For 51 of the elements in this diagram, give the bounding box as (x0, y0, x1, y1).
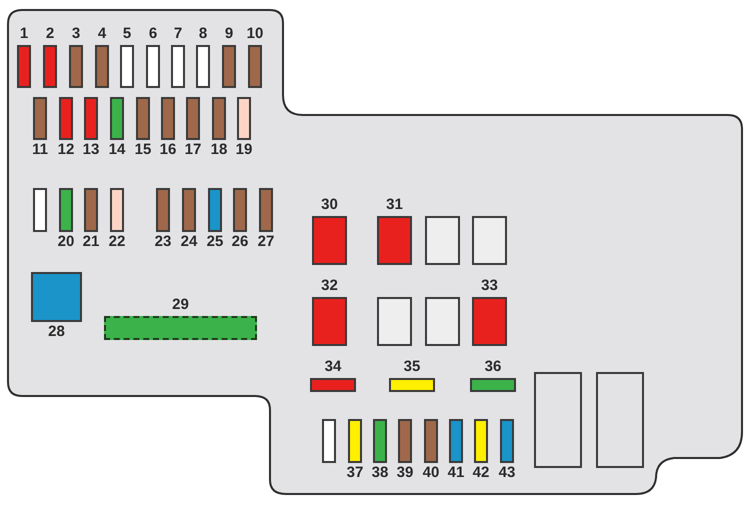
fuse (377, 297, 412, 346)
fuse-number: 2 (46, 26, 54, 42)
fuse-number: 30 (321, 197, 338, 213)
relay (534, 372, 582, 468)
fuse-number: 36 (484, 359, 502, 375)
fuse-number: 6 (148, 26, 158, 42)
fuse-number: 29 (172, 297, 189, 313)
fuse-number: 20 (58, 234, 74, 250)
fuse-number: 4 (98, 26, 106, 42)
fuse-number: 12 (58, 142, 74, 158)
fuse-number: 3 (72, 26, 80, 42)
fuse (472, 216, 507, 265)
fuse (322, 419, 336, 463)
fuse-number: 5 (122, 26, 132, 42)
fuse-number: 26 (232, 234, 248, 250)
fuse-number: 41 (448, 465, 464, 481)
fuse-number: 7 (174, 26, 182, 42)
fuse-number: 22 (108, 234, 126, 250)
fuse-number: 38 (372, 465, 388, 481)
fuse-number: 21 (82, 234, 100, 250)
fuse-number: 1 (20, 26, 28, 42)
fuse-number: 43 (498, 465, 516, 481)
fuse-number: 13 (82, 142, 100, 158)
fuse-number: 33 (481, 278, 498, 294)
fuse-number: 15 (134, 142, 152, 158)
fuse (425, 297, 460, 346)
fuse-number: 32 (321, 278, 338, 294)
fuse-number: 34 (324, 359, 342, 375)
fuse-number: 14 (108, 142, 126, 158)
fuse-number: 27 (258, 234, 274, 250)
relay (596, 372, 644, 468)
fuse-number: 11 (32, 142, 48, 158)
fuse-number: 9 (224, 26, 234, 42)
fuse (425, 216, 460, 265)
fuse (33, 188, 47, 232)
fuse-number: 16 (160, 142, 176, 158)
fuse-number: 17 (184, 142, 202, 158)
fuse-number: 25 (206, 234, 224, 250)
fuse-number: 28 (48, 324, 65, 340)
fuse-number: 40 (422, 465, 440, 481)
fuse-number: 18 (210, 142, 228, 158)
fuse-number: 39 (396, 465, 414, 481)
fuse-number: 42 (472, 465, 490, 481)
fuse-number: 10 (246, 26, 264, 42)
fuse-number: 24 (180, 234, 198, 250)
fuse-number: 37 (346, 465, 364, 481)
fuse-number: 35 (404, 359, 420, 375)
fuse-number: 8 (198, 26, 208, 42)
fuse-number: 31 (386, 197, 403, 213)
fuse-number: 19 (236, 142, 252, 158)
fuse-number: 23 (154, 234, 172, 250)
